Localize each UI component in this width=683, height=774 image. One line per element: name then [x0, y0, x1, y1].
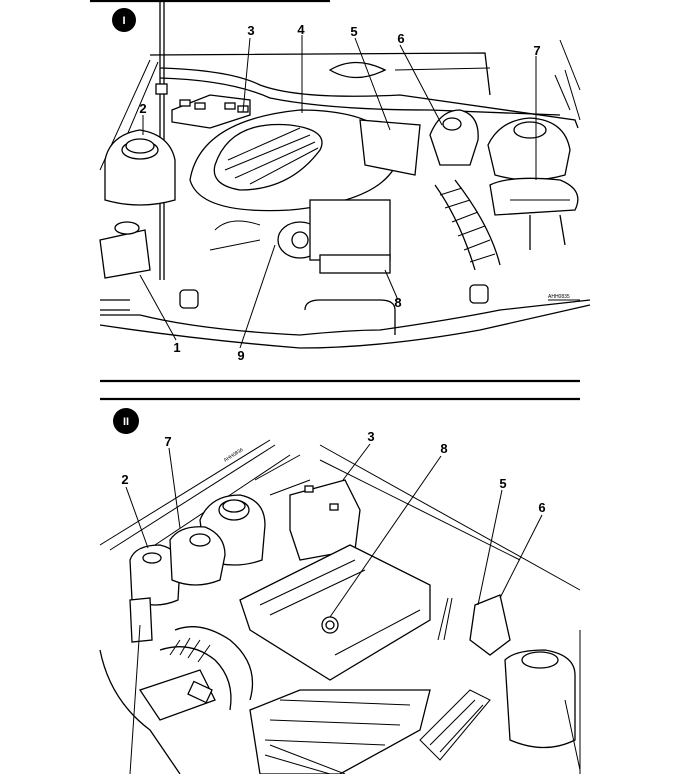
brake-master-cylinder — [489, 177, 579, 216]
callout-6: 6 — [397, 31, 404, 46]
callout-3: 3 — [367, 429, 374, 444]
clutch-fluid-reservoir — [169, 526, 226, 586]
panel-badge-one-label: I — [122, 15, 125, 27]
callout-8: 8 — [440, 441, 447, 456]
callout-6: 6 — [538, 500, 545, 515]
washer-reservoir — [129, 597, 153, 643]
callout-7: 7 — [533, 43, 540, 58]
coolant-expansion-tank — [469, 594, 511, 656]
panel-two: II AHH0836 — [99, 408, 581, 774]
panel-badge-one — [112, 8, 136, 32]
panel-two-reference-code: AHH0836 — [223, 447, 245, 464]
air-cleaner-box — [249, 689, 431, 774]
scuttle-vent — [328, 61, 387, 79]
callout-8: 8 — [394, 295, 401, 310]
panel-badge-two — [113, 408, 139, 434]
rocker-cover — [239, 544, 431, 681]
panel-one-leaders — [139, 35, 537, 349]
callout-7: 7 — [164, 434, 171, 449]
callout-2: 2 — [139, 101, 146, 116]
panel-one-reference-code: AHH0835 — [548, 294, 570, 300]
panel-badge-two-label: II — [123, 416, 129, 428]
power-steering-reservoir — [504, 649, 576, 749]
callout-2: 2 — [121, 472, 128, 487]
callout-9: 9 — [237, 348, 244, 363]
dipstick-handle — [155, 83, 168, 95]
callout-1: 1 — [173, 340, 180, 355]
washer-reservoir — [99, 229, 151, 279]
callout-5: 5 — [350, 24, 357, 39]
panel-one: I — [99, 0, 591, 363]
callout-3: 3 — [247, 23, 254, 38]
rocker-cover — [359, 119, 421, 176]
panel-two-leaders — [125, 443, 543, 774]
callout-4: 4 — [297, 22, 305, 37]
engine-block — [309, 199, 391, 261]
coolant-expansion-tank — [429, 109, 479, 166]
callout-5: 5 — [499, 476, 506, 491]
